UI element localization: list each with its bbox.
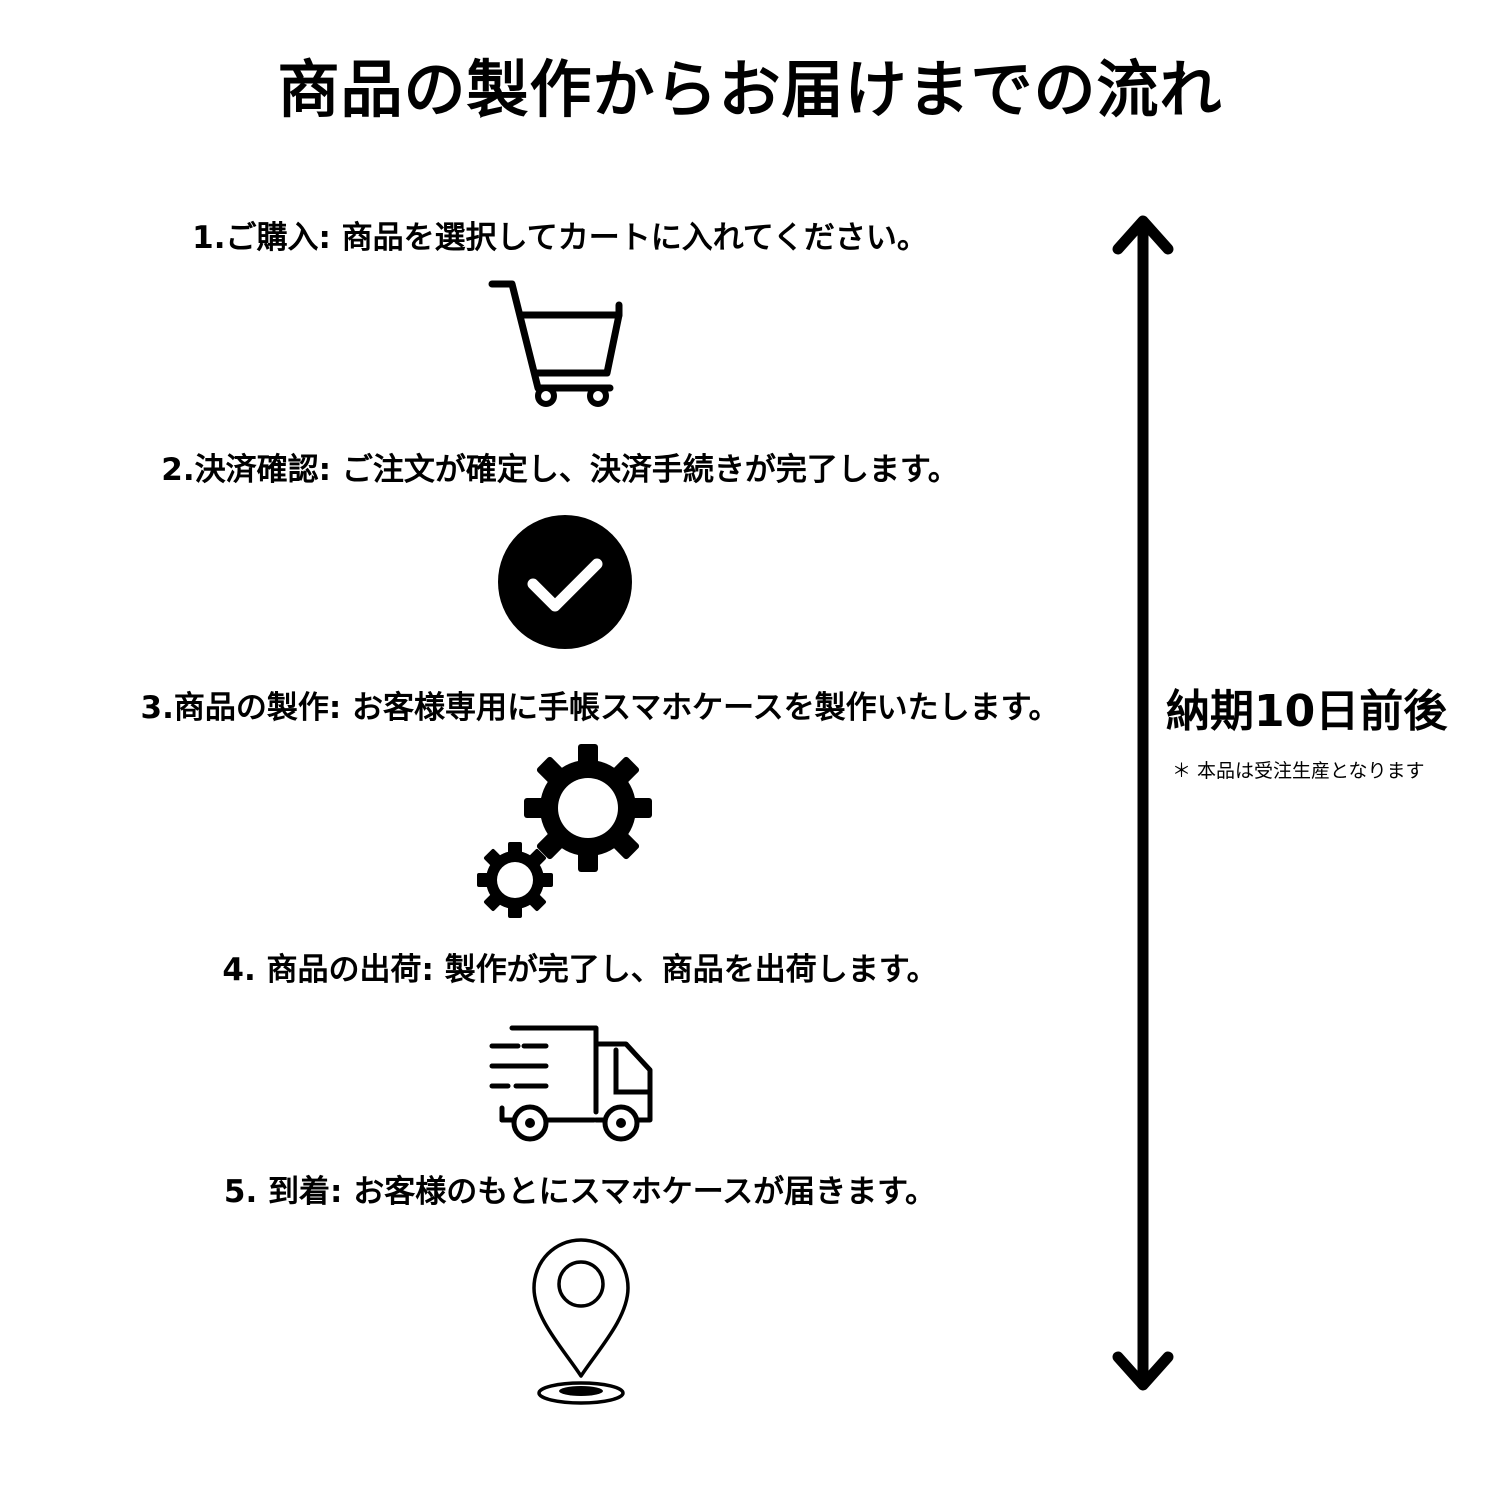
step-4-label: 4. 商品の出荷: 製作が完了し、商品を出荷します。 — [222, 952, 938, 988]
step-3-label: 3.商品の製作: お客様専用に手帳スマホケースを製作いたします。 — [140, 690, 1060, 726]
lead-time-note: ＊ 本品は受注生産となります — [1172, 760, 1425, 782]
location-pin-icon — [532, 1238, 630, 1405]
gears-icon — [477, 744, 652, 918]
lead-time-label: 納期10日前後 — [1166, 686, 1448, 737]
shopping-cart-icon — [488, 280, 623, 407]
step-5-label: 5. 到着: お客様のもとにスマホケースが届きます。 — [223, 1174, 937, 1210]
delivery-truck-icon — [489, 1025, 653, 1142]
step-1-label: 1.ご購入: 商品を選択してカートに入れてください。 — [192, 220, 928, 256]
page-title: 商品の製作からお届けまでの流れ — [277, 53, 1223, 126]
check-circle-icon — [498, 515, 632, 649]
lead-time-arrow — [1112, 215, 1174, 1391]
step-2-label: 2.決済確認: ご注文が確定し、決済手続きが完了します。 — [161, 452, 959, 488]
